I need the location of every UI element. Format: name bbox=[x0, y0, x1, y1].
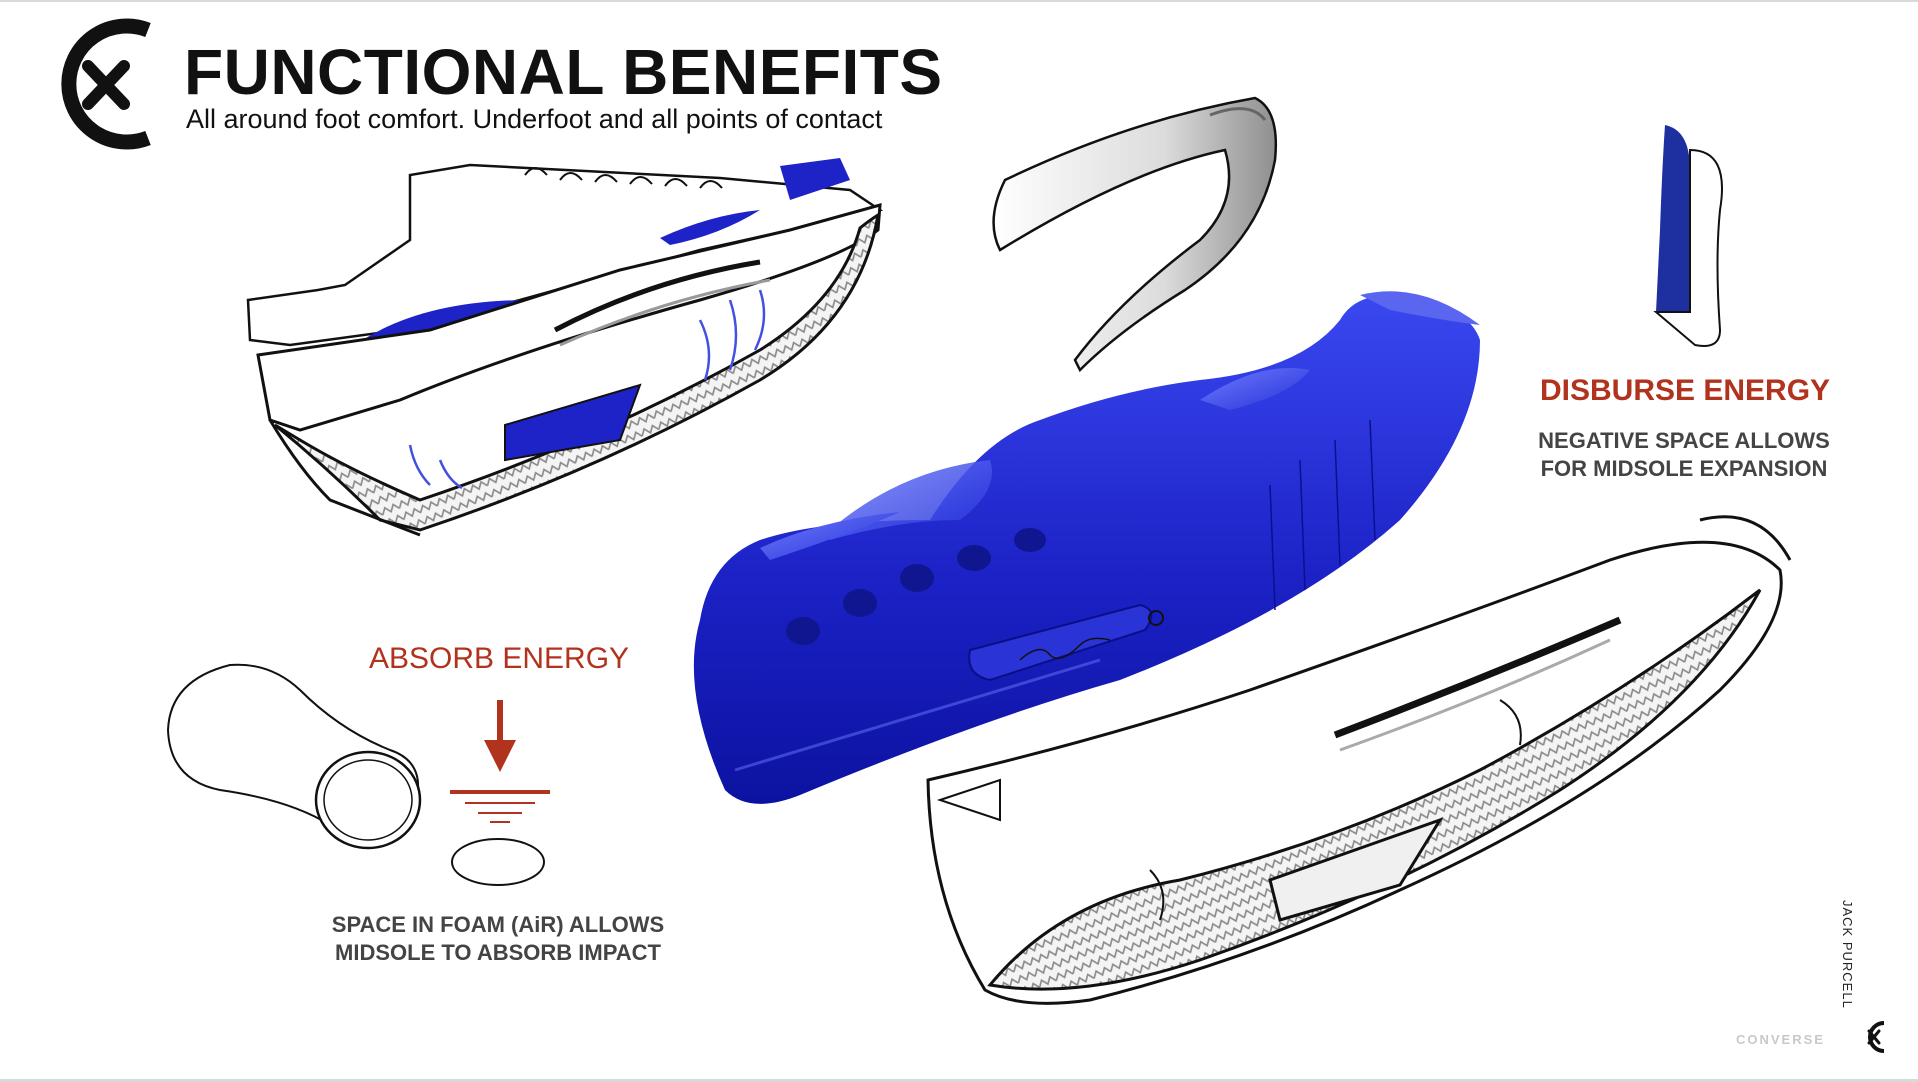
absorb-energy-heading: ABSORB ENERGY bbox=[369, 642, 630, 675]
upper-piece-sketch bbox=[992, 96, 1277, 373]
disburse-energy-heading: DISBURSE ENERGY bbox=[1540, 374, 1831, 407]
ground-lines-icon bbox=[450, 790, 550, 823]
absorb-caption-line-2: MIDSOLE TO ABSORB IMPACT bbox=[335, 940, 661, 965]
shoe-sketch-bottom-right bbox=[926, 515, 1792, 1005]
cx-logo-icon bbox=[61, 18, 151, 150]
shoe-sketch-top-left bbox=[246, 158, 884, 537]
brand-wordmark: CONVERSE bbox=[1736, 1032, 1825, 1047]
vertical-product-label: JACK PURCELL bbox=[1840, 900, 1855, 1009]
page-title: FUNCTIONAL BENEFITS bbox=[184, 36, 943, 108]
cx-small-logo-icon bbox=[1867, 1021, 1885, 1053]
side-profile-sketch bbox=[1653, 125, 1723, 347]
disburse-energy-caption: NEGATIVE SPACE ALLOWS FOR MIDSOLE EXPANS… bbox=[1506, 427, 1862, 483]
disburse-caption-line-2: FOR MIDSOLE EXPANSION bbox=[1540, 456, 1828, 481]
blue-midsole bbox=[693, 291, 1480, 804]
absorb-caption-line-1: SPACE IN FOAM (AiR) ALLOWS bbox=[331, 912, 665, 937]
disburse-caption-line-1: NEGATIVE SPACE ALLOWS bbox=[1538, 428, 1830, 453]
foam-bubble-diagram bbox=[166, 663, 545, 886]
down-arrow-icon bbox=[484, 700, 516, 772]
absorb-energy-caption: SPACE IN FOAM (AiR) ALLOWS MIDSOLE TO AB… bbox=[300, 911, 696, 967]
page-subtitle: All around foot comfort. Underfoot and a… bbox=[186, 104, 883, 134]
